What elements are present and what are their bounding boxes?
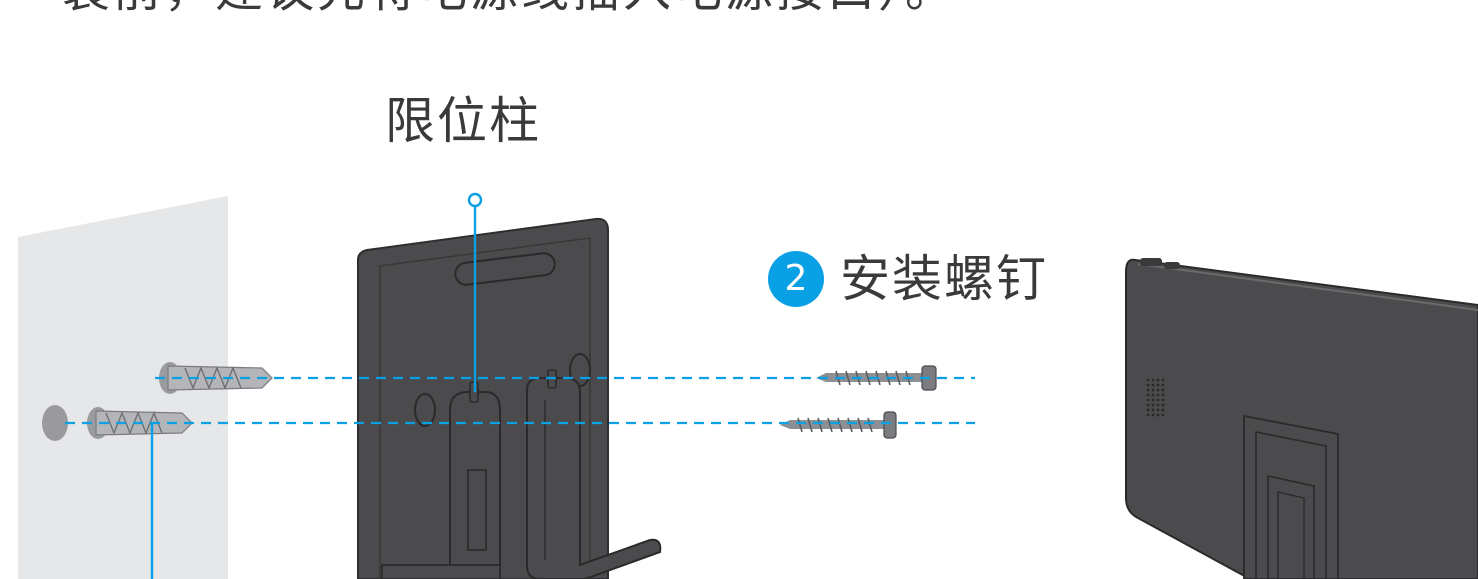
wall-anchor-upper [159,362,273,394]
screw-lower [780,411,897,439]
bracket-slot [454,252,556,286]
speaker-grille-icon [1146,378,1165,417]
post-label: 限位柱 [385,92,541,150]
top-instruction-text: 装前，建议先将电源线插入电源接口）。 [62,0,1442,14]
display-device [1125,258,1478,579]
step-label: 安装螺钉 [840,250,1048,308]
limit-post [449,391,501,579]
wall-panel [18,196,228,579]
mounting-bracket [357,217,662,579]
step-2-label-group: 2 安装螺钉 [768,250,1048,308]
device-kickstand [1243,414,1339,579]
step-number-badge: 2 [768,251,824,307]
leader-lines [150,192,483,579]
wall-hole-icon [42,405,68,441]
bracket-screw-hole [414,393,436,427]
wall-anchor-lower [87,407,193,439]
alignment-guides [65,376,975,425]
